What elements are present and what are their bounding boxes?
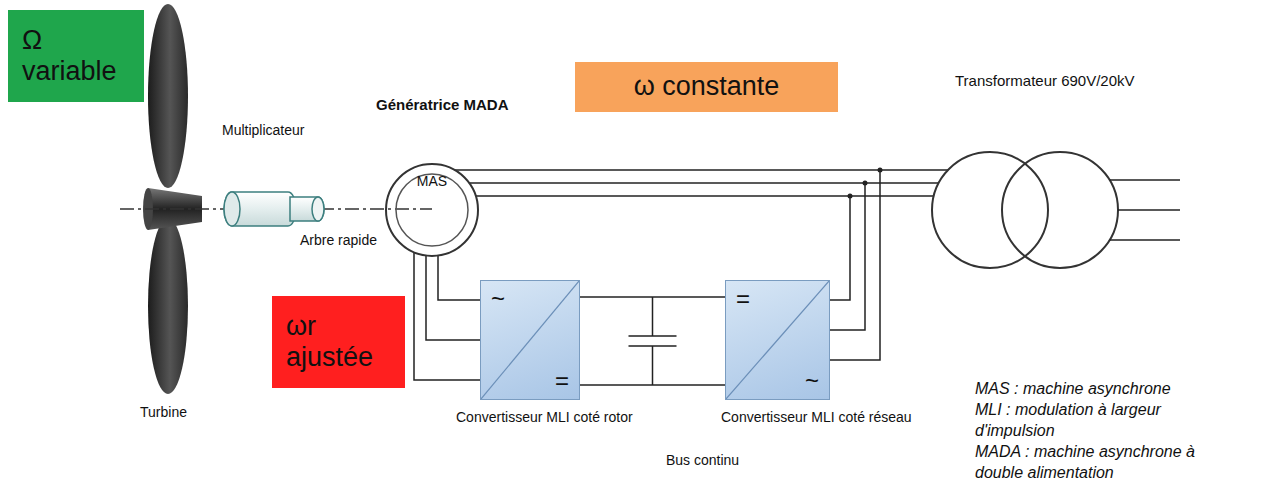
converter-diagonal	[726, 281, 829, 399]
box-text: ωr	[286, 311, 316, 342]
part-label: Turbine	[140, 404, 187, 420]
node-heading: Convertisseur MLI coté réseau	[721, 409, 912, 425]
node-text: ~	[805, 367, 819, 395]
rotor-frequency-box: ωrajustée	[272, 296, 405, 388]
speed-box: Ωvariable	[8, 10, 144, 102]
gearbox-body	[224, 192, 240, 226]
transformer-symbol	[930, 150, 1190, 270]
grid-line	[1110, 179, 1180, 181]
turbine-blade	[148, 4, 188, 188]
grid-converter: =~Convertisseur MLI coté réseau	[725, 280, 830, 400]
power-connection	[455, 170, 948, 196]
node-heading: Transformateur 690V/20kV	[955, 72, 1135, 89]
gearbox-body	[224, 192, 296, 226]
abbreviation-note: MLI : modulation à largeur d'impulsion	[975, 399, 1237, 441]
node-text: ~	[491, 285, 505, 313]
transformer-winding	[1002, 152, 1118, 268]
box-text: ajustée	[286, 342, 373, 373]
box-text: Ω	[22, 25, 42, 56]
transformer: Transformateur 690V/20kV	[930, 150, 1120, 270]
box-text: variable	[22, 56, 117, 87]
abbreviation-note: MADA : machine asynchrone à double alime…	[975, 441, 1237, 483]
junction-dot	[878, 168, 883, 173]
power-wire	[830, 196, 850, 300]
node-text: Génératrice MADA	[376, 96, 509, 113]
node-text: =	[555, 367, 569, 395]
part-label: Multiplicateur	[222, 122, 304, 138]
frequency-box: ω constante	[575, 62, 838, 112]
converter-diagonal	[481, 281, 579, 399]
node-text: =	[736, 285, 750, 313]
turbine-blade	[148, 218, 188, 394]
power-wire	[830, 183, 865, 330]
grid-line	[1110, 239, 1180, 241]
part-label: Arbre rapide	[300, 232, 377, 248]
power-wire	[629, 297, 677, 336]
junction-dot	[863, 181, 868, 186]
box-text: ω constante	[634, 71, 780, 102]
power-wire	[830, 170, 880, 360]
abbreviation-note: MAS : machine asynchrone	[975, 378, 1237, 399]
power-connection	[414, 252, 480, 380]
power-wire	[455, 169, 948, 171]
power-wire	[426, 256, 480, 340]
power-wire	[414, 252, 480, 380]
gearbox-output	[290, 197, 324, 221]
power-connection	[580, 297, 725, 385]
junction-dot	[848, 194, 853, 199]
generator-circle: Génératrice MADAMAS	[384, 162, 480, 258]
node-heading: Convertisseur MLI coté rotor	[456, 409, 633, 425]
power-wire	[469, 182, 938, 184]
transformer-winding	[932, 152, 1048, 268]
power-connection	[830, 170, 880, 360]
node-heading: MAS	[384, 173, 480, 189]
power-wire	[438, 256, 480, 300]
power-wire	[629, 346, 677, 385]
rotor-converter: ~=Convertisseur MLI coté rotor	[480, 280, 580, 400]
part-label: Bus continu	[666, 452, 739, 468]
grid-line	[1118, 209, 1180, 211]
gearbox-output	[312, 197, 324, 221]
